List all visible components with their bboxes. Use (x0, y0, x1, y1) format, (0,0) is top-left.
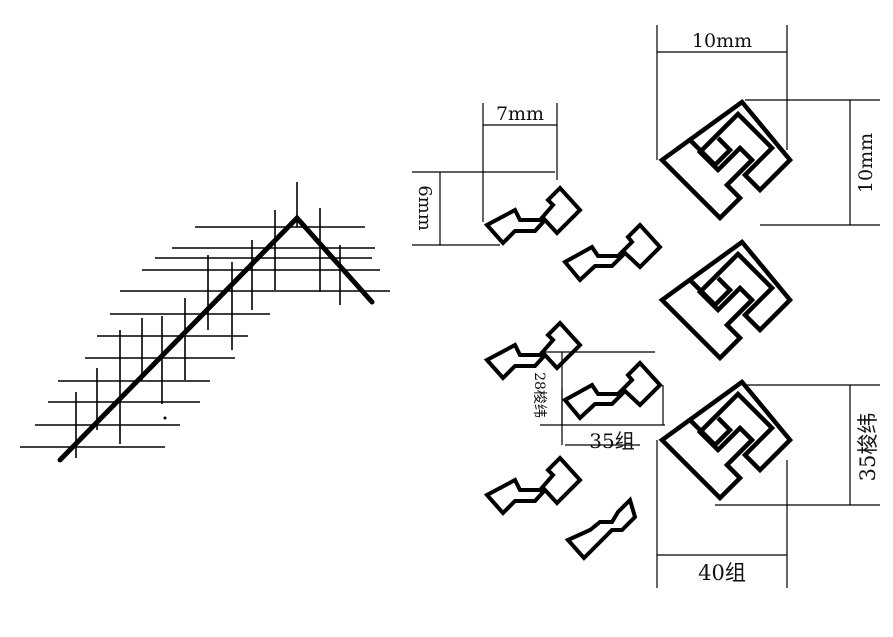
left-grid (20, 182, 390, 463)
spiral-shape (658, 238, 794, 362)
grid-horizontal-lines (20, 226, 390, 448)
spiral-shapes (658, 98, 794, 502)
z-shape (483, 455, 583, 516)
z-shape (483, 185, 583, 246)
z-shapes (483, 185, 663, 561)
dim-right-height: 10mm (855, 133, 877, 193)
spiral-inner (688, 276, 734, 309)
dimension-lines (412, 25, 880, 588)
spiral-inner (688, 416, 734, 449)
v-line (57, 214, 375, 463)
z-shape (561, 360, 663, 421)
z-shape (561, 222, 663, 283)
dim-large-vertical: 35梭纬 (856, 413, 880, 482)
dim-top-width: 10mm (692, 30, 752, 52)
dim-small-horizontal: 35组 (589, 429, 634, 453)
z-shape (483, 320, 583, 381)
z-shape-partial (564, 496, 638, 561)
dim-large-horizontal: 40组 (698, 561, 746, 585)
dim-left-height: 6mm (414, 185, 435, 231)
dim-small-vertical: 28梭纬 (531, 372, 548, 418)
spiral-shape (658, 98, 794, 222)
spiral-shape (658, 378, 794, 502)
spiral-inner (688, 136, 734, 169)
dim-mid-width: 7mm (496, 103, 544, 125)
